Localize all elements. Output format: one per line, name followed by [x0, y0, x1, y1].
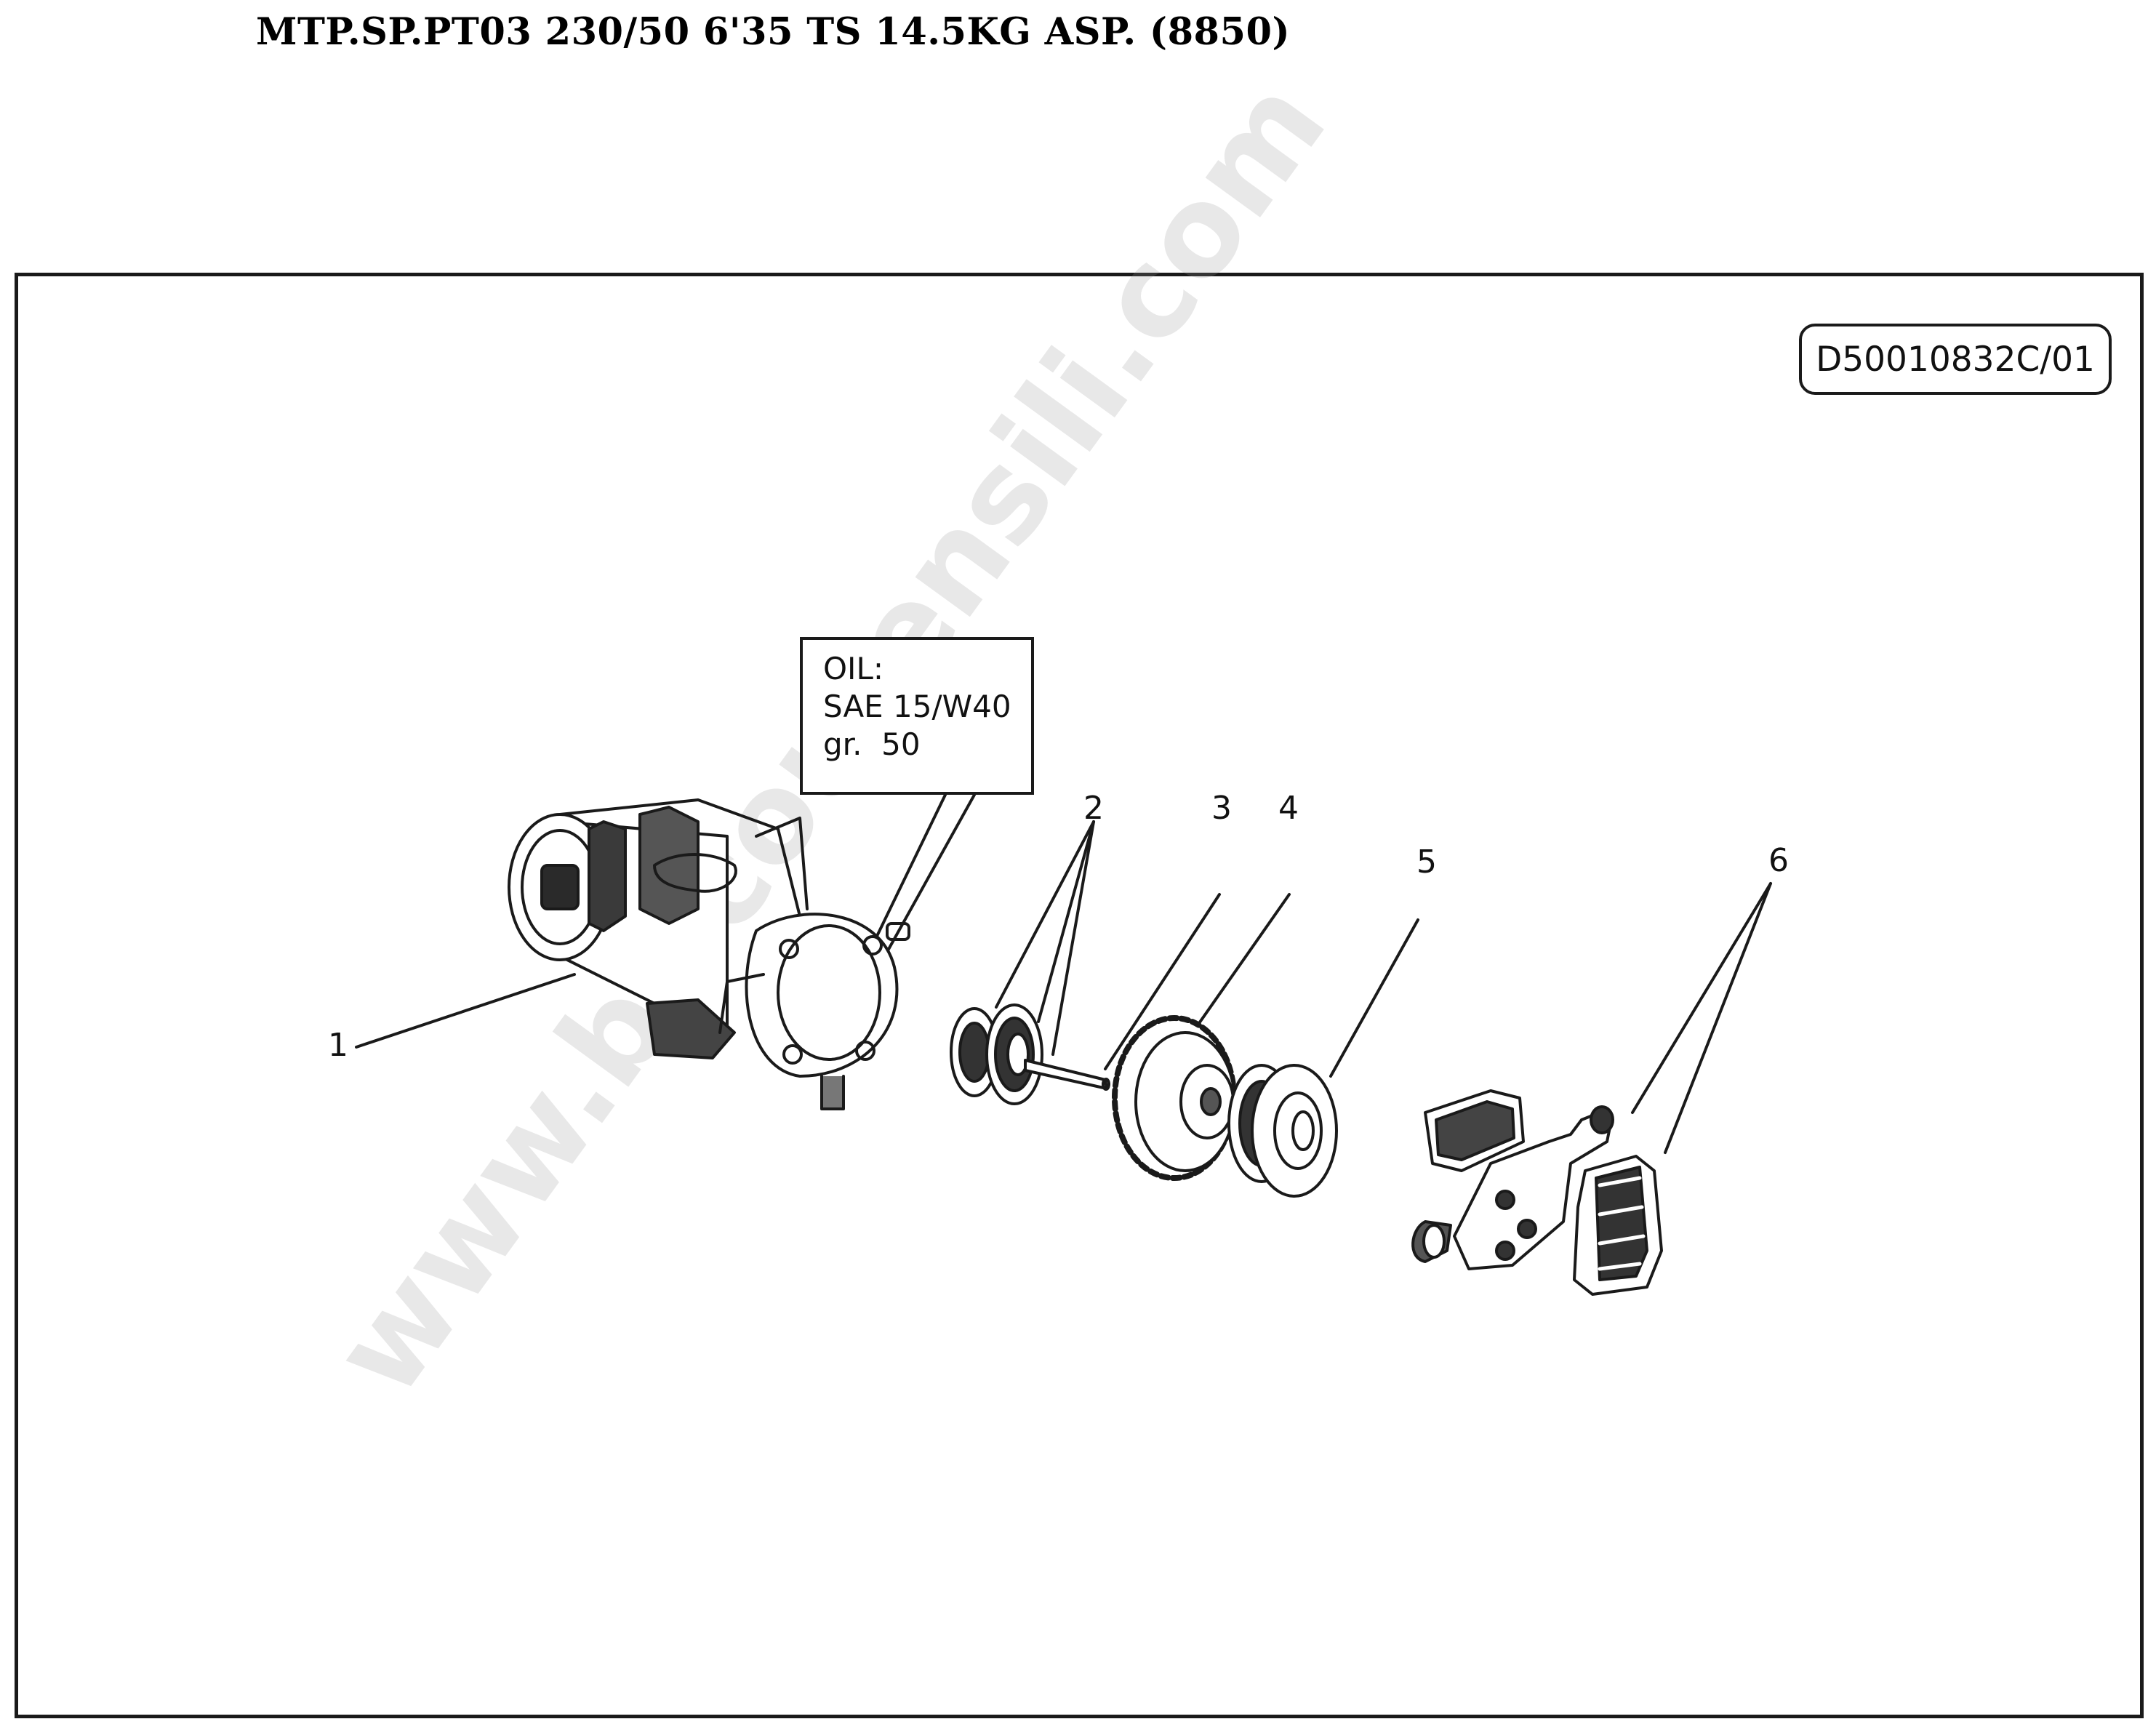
oil-note-line-2: SAE 15/W40	[823, 689, 1011, 724]
callout-3: 3	[1211, 790, 1232, 827]
gear-wheel-icon	[1112, 1015, 1237, 1181]
callout-4: 4	[1278, 790, 1299, 827]
document-code-text: D50010832C/01	[1816, 339, 2095, 380]
callout-6: 6	[1768, 842, 1789, 879]
leader-lines	[355, 793, 1772, 1154]
callout-2: 2	[1083, 790, 1104, 827]
callout-5: 5	[1416, 844, 1437, 881]
pump-head-icon	[1411, 1089, 1663, 1296]
pulley-icon	[1227, 1064, 1338, 1198]
page-title: MTP.SP.PT03 230/50 6'35 TS 14.5KG ASP. (…	[256, 10, 1291, 54]
motor-assembly-icon	[508, 798, 910, 1110]
diagram-frame	[15, 273, 2144, 1718]
document-code-badge: D50010832C/01	[1799, 324, 2112, 395]
oil-note-line-1: OIL:	[823, 651, 883, 686]
seal-rings-icon	[950, 1003, 1043, 1105]
oil-spec-note: OIL: SAE 15/W40 gr. 50	[800, 637, 1034, 795]
callout-1: 1	[328, 1027, 348, 1064]
shaft-pin-icon	[1024, 1059, 1110, 1091]
oil-note-line-3: gr. 50	[823, 726, 921, 762]
